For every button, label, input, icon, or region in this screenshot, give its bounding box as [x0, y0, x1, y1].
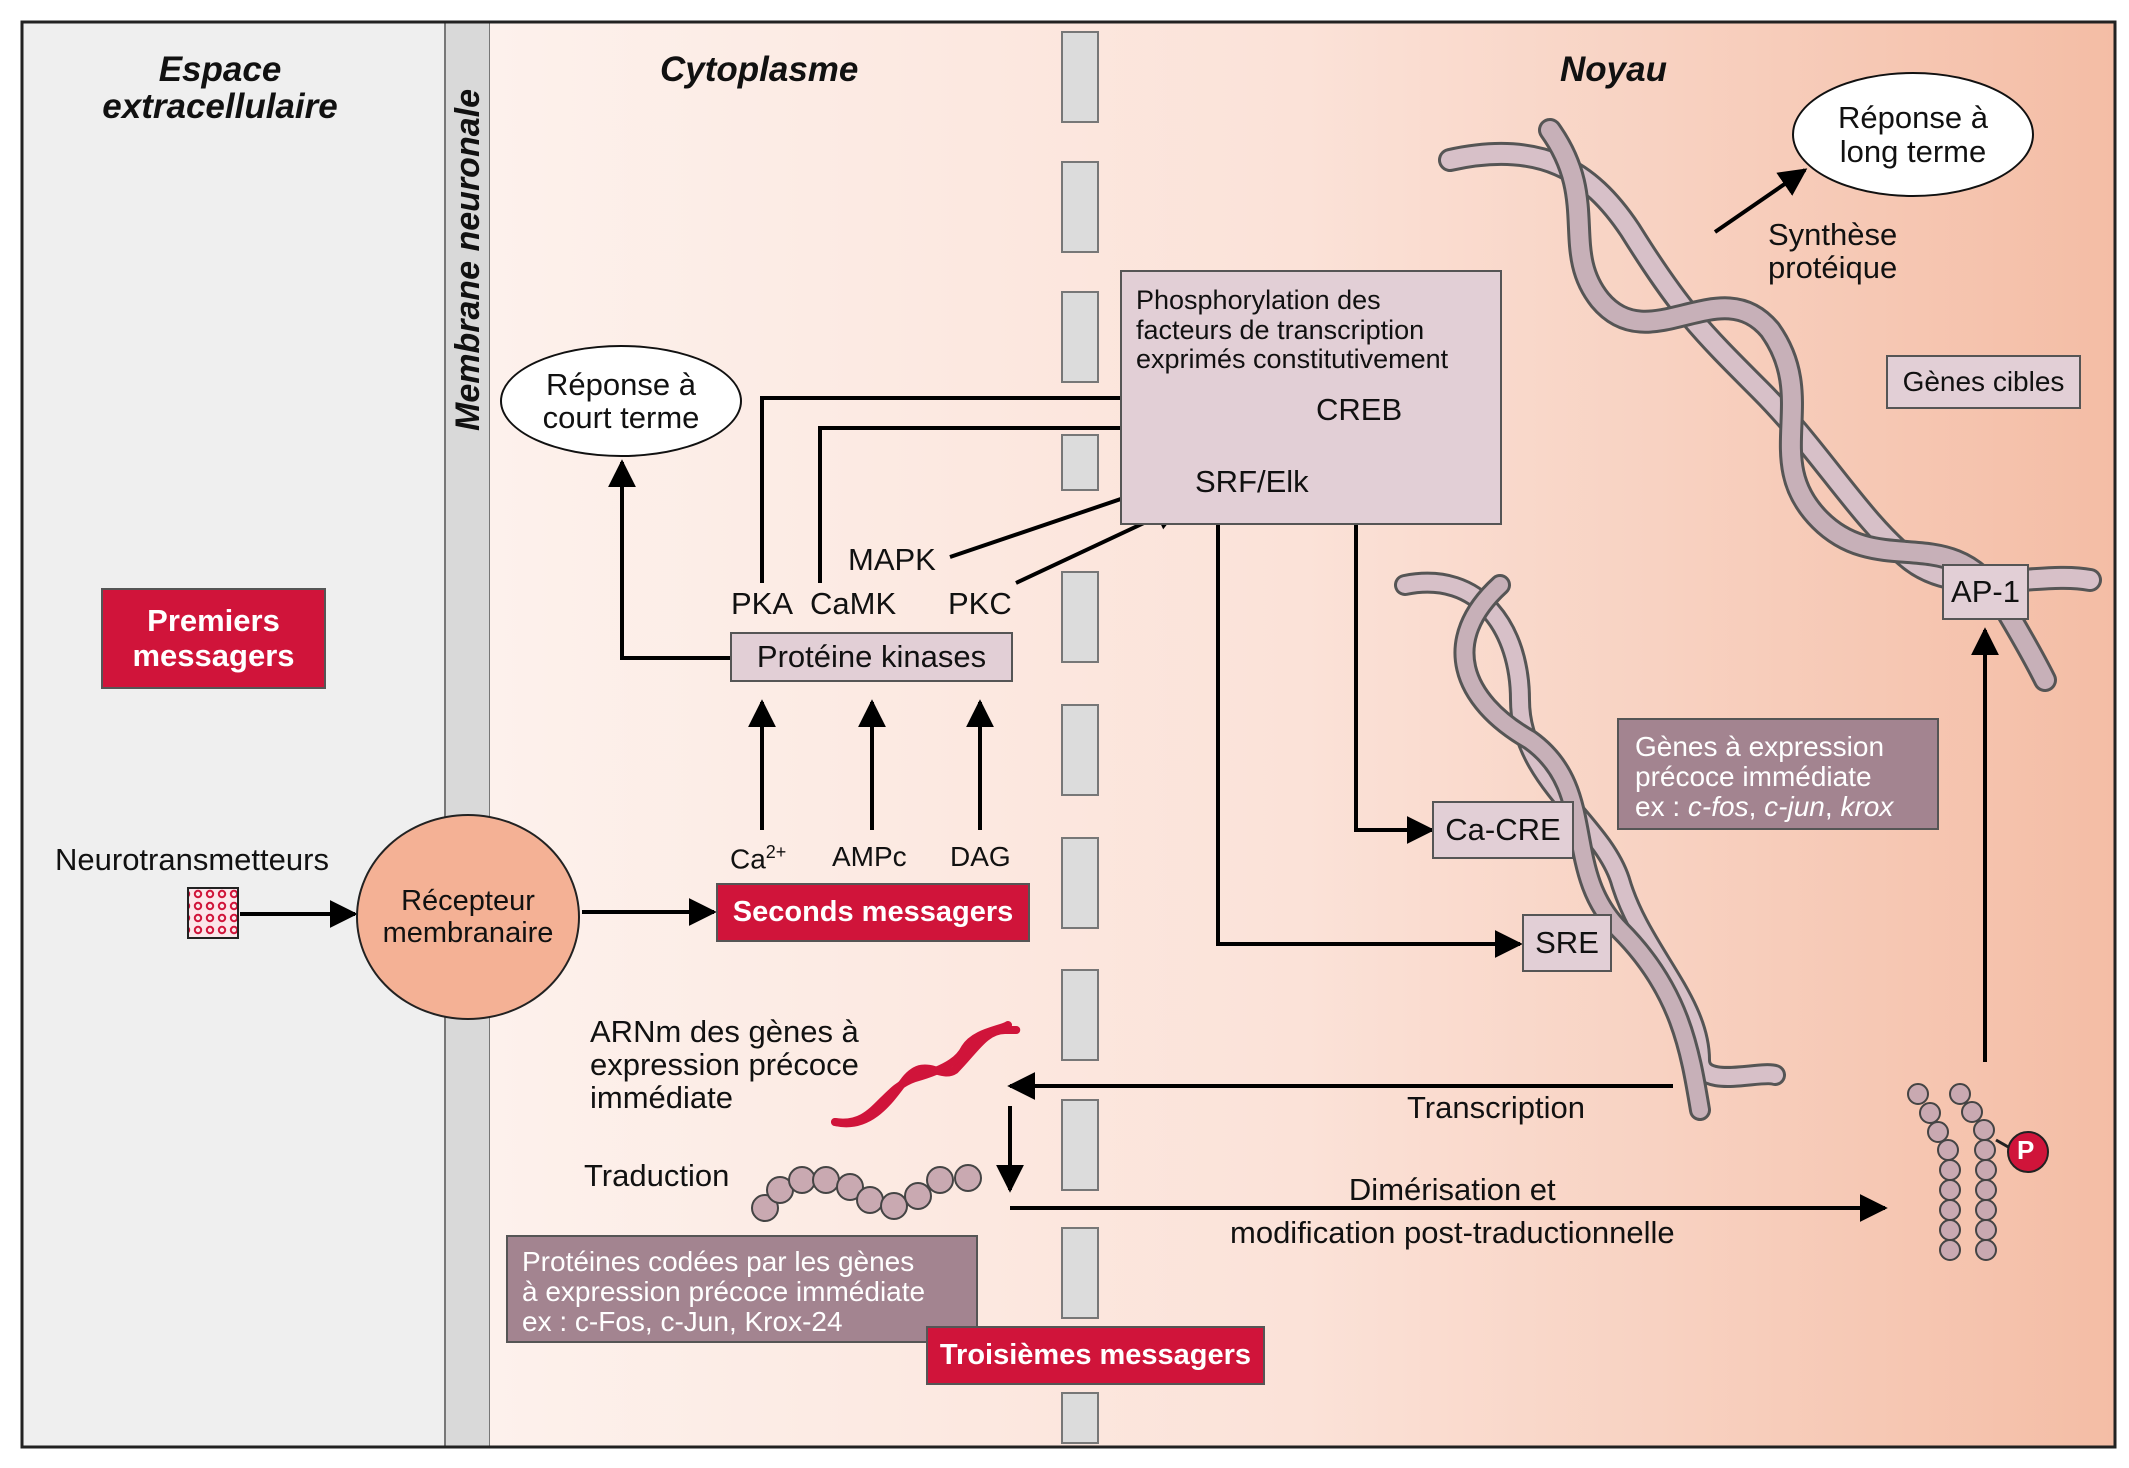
- arrow-srf-to-sre: [1216, 488, 1523, 958]
- srf-elk-label: SRF/Elk: [1195, 464, 1309, 499]
- nuclear-pore-icon: [1061, 704, 1099, 796]
- arrow-kinase-to-short-term: [608, 459, 730, 660]
- frame: [20, 20, 2117, 1449]
- protein-beads-icon: [751, 1164, 982, 1222]
- zone-title-membrane: Membrane neuronale: [449, 89, 487, 431]
- translation-label: Traduction: [584, 1158, 730, 1193]
- zone-title-nucleus: Noyau: [1560, 50, 1667, 89]
- creb-label: CREB: [1316, 392, 1403, 427]
- nuclear-pore-icon: [1061, 291, 1099, 383]
- third-messengers-label: Troisièmes messagers: [926, 1326, 1265, 1385]
- neurotransmitter-dots-icon: [187, 887, 239, 939]
- ca-cre-site: Ca-CRE: [1432, 801, 1574, 859]
- dna-helix-icon: [1394, 571, 1786, 1121]
- short-term-response: Réponse à court terme: [500, 345, 742, 457]
- nuclear-pore-icon: [1061, 434, 1099, 491]
- phosphate-label: P: [2017, 1135, 2035, 1165]
- mrna-wave-icon: [831, 1026, 1021, 1128]
- dimerisation-label: Dimérisation et modification post-traduc…: [1230, 1172, 1675, 1251]
- zone-title-extracellular: Espace extracellulaire: [102, 50, 338, 126]
- target-genes-label: Gènes cibles: [1886, 355, 2081, 409]
- long-term-response: Réponse à long terme: [1792, 72, 2034, 197]
- arrow-synthesis-to-long-term: [1713, 168, 1808, 234]
- neurotransmitters-label: Neurotransmetteurs: [55, 842, 329, 877]
- pkc-label: PKC: [948, 586, 1012, 621]
- ap1-site: AP-1: [1942, 564, 2029, 620]
- arrow-creb-to-cacre: [1354, 430, 1435, 844]
- nuclear-pore-icon: [1061, 31, 1099, 123]
- nuclear-pore-icon: [1061, 1099, 1099, 1191]
- protein-beads-icon: [1907, 1083, 1997, 1261]
- second-messengers-label: Seconds messagers: [716, 883, 1030, 942]
- nuclear-pore-icon: [1061, 571, 1099, 663]
- pka-label: PKA: [731, 586, 794, 621]
- nuclear-pore-icon: [1061, 837, 1099, 929]
- ieg-proteins-box: Protéines codées par les gènes à express…: [506, 1235, 978, 1343]
- transcription-label: Transcription: [1407, 1090, 1586, 1125]
- sre-site: SRE: [1522, 914, 1612, 972]
- membrane-zone: [444, 21, 491, 1448]
- extracellular-zone: [22, 22, 445, 1447]
- nuclear-pore-icon: [1061, 1392, 1099, 1444]
- nuclear-pore-icon: [1061, 1227, 1099, 1319]
- phosphorylation-text: Phosphorylation des facteurs de transcri…: [1136, 285, 1449, 375]
- ampc-label: AMPc: [832, 841, 907, 872]
- protein-kinases-box: Protéine kinases: [730, 632, 1013, 682]
- camk-label: CaMK: [810, 586, 897, 621]
- mrna-label: ARNm des gènes à expression précoce immé…: [590, 1014, 859, 1115]
- phosphorylation-box: [1120, 270, 1502, 525]
- mapk-label: MAPK: [848, 542, 936, 577]
- nuclear-pore-icon: [1061, 161, 1099, 253]
- dag-label: DAG: [950, 841, 1011, 872]
- ieg-genes-box: Gènes à expression précoce immédiate ex …: [1617, 718, 1939, 830]
- protein-synthesis-label: Synthèse protéique: [1768, 217, 1898, 286]
- ca-label: Ca2+: [730, 842, 787, 875]
- first-messengers-label: Premiers messagers: [101, 588, 326, 689]
- nuclear-pore-icon: [1061, 969, 1099, 1061]
- nuclear-envelope: [1061, 31, 1099, 1444]
- phosphate-icon: [2007, 1131, 2049, 1173]
- zone-title-cytoplasm: Cytoplasme: [660, 50, 859, 89]
- membrane-receptor: Récepteur membranaire: [356, 814, 580, 1020]
